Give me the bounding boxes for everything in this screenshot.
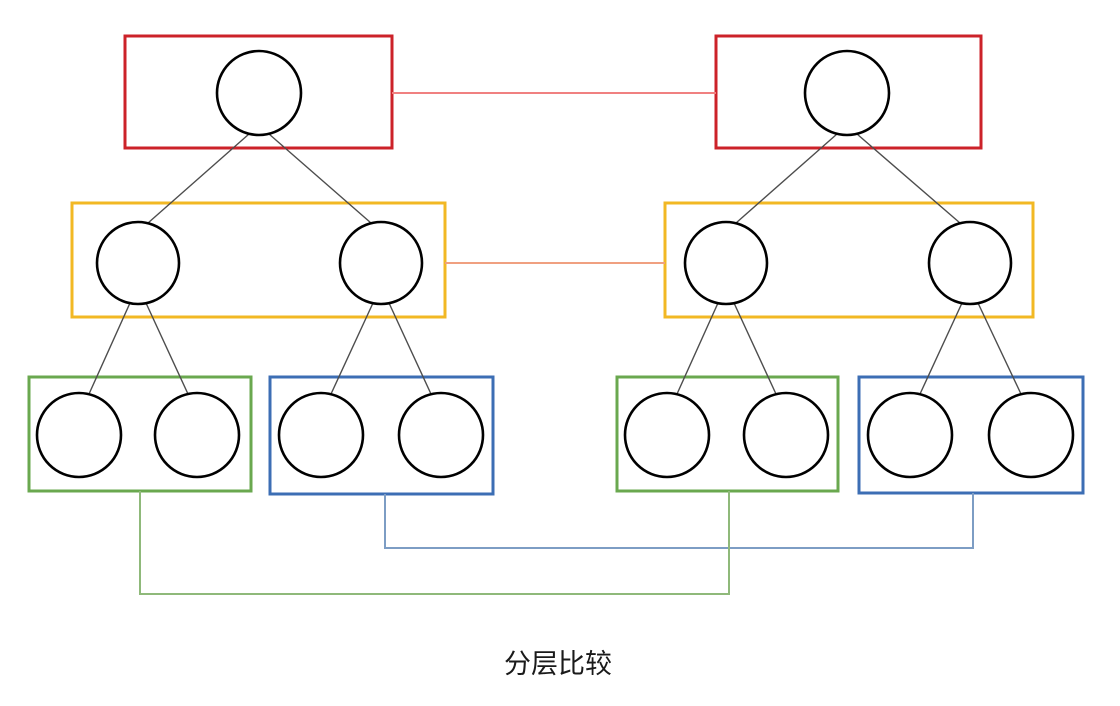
edge-R-a-a2 — [733, 302, 777, 395]
edge-R-b-b2 — [977, 302, 1022, 395]
tree-node-L-root[interactable] — [215, 49, 303, 137]
edge-R-a-a1 — [676, 302, 719, 395]
yellow-box-right[interactable] — [663, 201, 1035, 319]
yellow-box-left[interactable] — [70, 201, 447, 319]
edge-L-b-b1 — [330, 302, 374, 395]
tree-node-L-a[interactable] — [95, 220, 181, 306]
edge-R-root-a — [735, 133, 838, 224]
tree-node-L-b2[interactable] — [397, 391, 485, 479]
green-box-right[interactable] — [615, 375, 840, 493]
tree-node-R-b1[interactable] — [866, 391, 954, 479]
edge-R-root-b — [856, 133, 961, 224]
edge-L-a-a1 — [88, 302, 131, 395]
tree-node-L-b[interactable] — [338, 220, 424, 306]
tree-node-R-a1[interactable] — [623, 391, 711, 479]
tree-node-R-a[interactable] — [683, 220, 769, 306]
link-blue-leaf-groups[interactable] — [384, 493, 974, 549]
edge-L-b-b2 — [388, 302, 432, 395]
tree-node-R-root[interactable] — [803, 49, 891, 137]
tree-node-L-a1[interactable] — [35, 391, 123, 479]
tree-node-L-a2[interactable] — [153, 391, 241, 479]
tree-node-R-b2[interactable] — [987, 391, 1075, 479]
tree-edges-layer — [88, 133, 1022, 395]
edge-R-b-b1 — [919, 302, 963, 395]
blue-box-left[interactable] — [268, 375, 495, 496]
blue-box-right[interactable] — [857, 375, 1085, 495]
tree-nodes-layer — [35, 49, 1075, 479]
comparison-links-layer — [139, 92, 974, 595]
link-green-leaf-groups[interactable] — [139, 491, 730, 595]
tree-node-R-b[interactable] — [927, 220, 1013, 306]
edge-L-a-a2 — [145, 302, 189, 395]
group-boxes-layer — [27, 34, 1085, 496]
tree-node-L-b1[interactable] — [277, 391, 365, 479]
diagram-caption: 分层比较 — [504, 649, 612, 680]
tree-node-R-a2[interactable] — [742, 391, 830, 479]
edge-L-root-b — [268, 133, 372, 224]
edge-L-root-a — [147, 133, 250, 224]
